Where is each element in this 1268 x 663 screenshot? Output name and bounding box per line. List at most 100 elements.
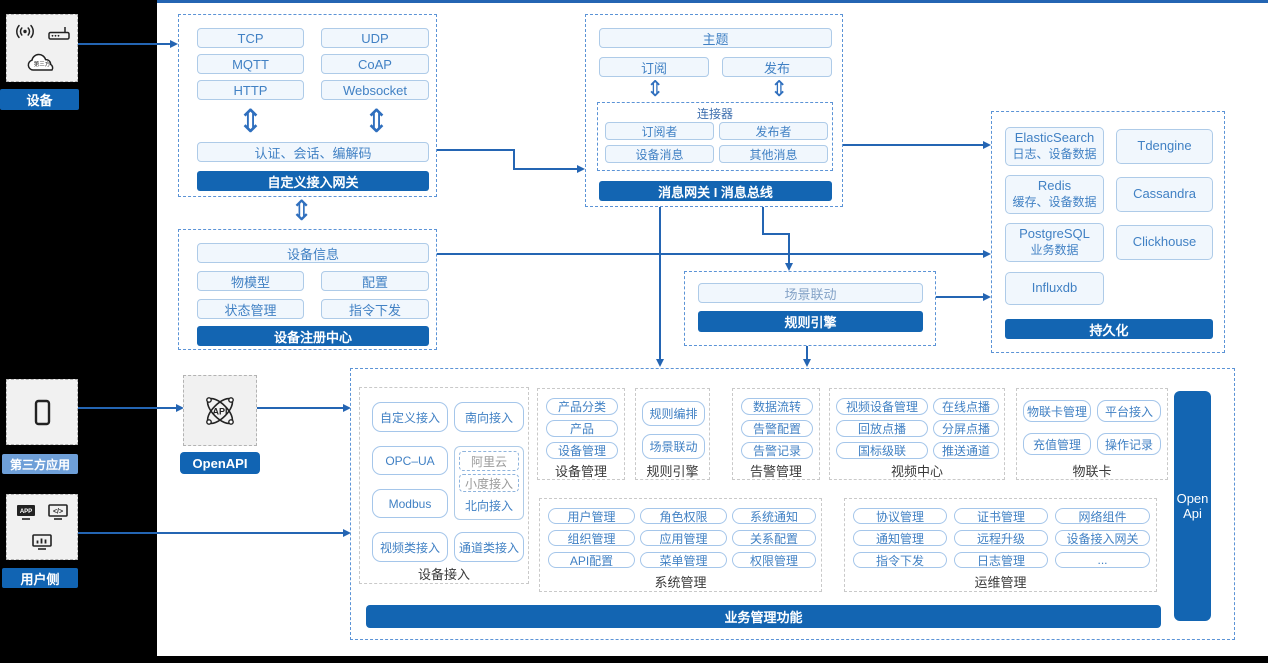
chart-icon	[30, 533, 54, 551]
svg-text:第三方: 第三方	[34, 60, 51, 68]
cloud-icon: 第三方	[25, 53, 59, 73]
store-elasticsearch: ElasticSearch 日志、设备数据	[1005, 127, 1104, 166]
protocol-coap: CoAP	[321, 54, 429, 74]
scene-linkage-item: 场景联动	[642, 434, 705, 459]
store-tdengine: Tdengine	[1116, 129, 1213, 164]
operation-records: 操作记录	[1097, 433, 1161, 455]
wireless-icon	[13, 24, 37, 39]
product: 产品	[546, 420, 618, 437]
status-mgmt: 状态管理	[197, 299, 304, 319]
subscribe: 订阅	[599, 57, 709, 77]
openapi-icon-box: API	[183, 375, 257, 446]
remote-upgrade: 远程升级	[954, 530, 1048, 546]
updown-arrow-icon: ⇕	[237, 102, 264, 140]
custom-gateway-box: TCP UDP MQTT CoAP HTTP Websocket ⇕ ⇕ 认证、…	[178, 14, 437, 197]
store-influxdb: Influxdb	[1005, 272, 1104, 305]
data-flow: 数据流转	[741, 398, 813, 415]
message-gateway-box: 主题 订阅 发布 ⇕ ⇕ 连接器 订阅者 发布者 设备消息 其他消息 消息网关 …	[585, 14, 843, 207]
config: 配置	[321, 271, 429, 291]
northbound-group: 阿里云 小度接入 北向接入	[454, 446, 524, 520]
user-side-label: 用户侧	[2, 568, 78, 588]
role-permissions: 角色权限	[640, 508, 727, 524]
ops-mgmt-label: 运维管理	[974, 575, 1027, 590]
command-dispatch-item: 指令下发	[853, 552, 947, 568]
persistence-box: ElasticSearch 日志、设备数据 Tdengine Redis 缓存、…	[991, 111, 1225, 353]
cert-mgmt: 证书管理	[954, 508, 1048, 524]
protocol-mqtt: MQTT	[197, 54, 304, 74]
api-config: API配置	[548, 552, 635, 568]
protocol-mgmt: 协议管理	[853, 508, 947, 524]
rule-engine-box: 场景联动 规则引擎	[684, 271, 936, 346]
more-item: ...	[1055, 552, 1150, 568]
updown-arrow-icon: ⇕	[646, 77, 665, 102]
protocol-http: HTTP	[197, 80, 304, 100]
southbound-access: 南向接入	[454, 402, 524, 432]
store-redis: Redis 缓存、设备数据	[1005, 175, 1104, 214]
auth-session-codec: 认证、会话、编解码	[197, 142, 429, 162]
section-ops-mgmt: 协议管理 证书管理 网络组件 通知管理 远程升级 设备接入网关 指令下发 日志管…	[844, 498, 1157, 592]
device-message: 设备消息	[605, 145, 714, 163]
other-message: 其他消息	[719, 145, 828, 163]
section-iot-card: 物联卡管理 平台接入 充值管理 操作记录 物联卡	[1016, 388, 1168, 480]
openapi-label: OpenAPI	[180, 452, 260, 474]
device-mgmt-label: 设备管理	[554, 464, 607, 479]
menu-mgmt: 菜单管理	[640, 552, 727, 568]
iot-card-label: 物联卡	[1072, 464, 1112, 479]
section-device-access: 自定义接入 南向接入 OPC–UA 阿里云 小度接入 北向接入 Modbus 视…	[359, 387, 529, 584]
rule-orchestration: 规则编排	[642, 401, 705, 426]
persistence-title-bar: 持久化	[1005, 319, 1213, 339]
rule-engine-label: 规则引擎	[646, 464, 699, 479]
api-atom-icon: API	[198, 389, 242, 433]
rule-engine-title-bar: 规则引擎	[698, 311, 923, 332]
device-icon-box: 第三方	[6, 14, 78, 82]
top-accent-line	[157, 0, 1268, 3]
message-gateway-title-bar: 消息网关 I 消息总线	[599, 181, 832, 201]
connector-title: 连接器	[696, 107, 733, 121]
device-info: 设备信息	[197, 243, 429, 263]
custom-gateway-title-bar: 自定义接入网关	[197, 171, 429, 191]
section-rule-engine: 规则编排 场景联动 规则引擎	[635, 388, 710, 480]
user-mgmt: 用户管理	[548, 508, 635, 524]
custom-access: 自定义接入	[372, 402, 448, 432]
business-title-bar: 业务管理功能	[366, 605, 1161, 628]
northbound-access: 北向接入	[464, 499, 513, 513]
third-party-icon-box	[6, 379, 78, 445]
device-mgmt: 设备管理	[546, 442, 618, 459]
online-vod: 在线点播	[933, 398, 999, 415]
thing-model: 物模型	[197, 271, 304, 291]
gb-cascade: 国标级联	[836, 442, 928, 459]
svg-text:</>: </>	[53, 509, 63, 516]
push-channel: 推送通道	[933, 442, 999, 459]
video-center-label: 视频中心	[890, 464, 943, 479]
store-cassandra: Cassandra	[1116, 177, 1213, 212]
video-device-mgmt: 视频设备管理	[836, 398, 928, 415]
platform-access: 平台接入	[1097, 400, 1161, 422]
notification-mgmt: 通知管理	[853, 530, 947, 546]
log-mgmt: 日志管理	[954, 552, 1048, 568]
command-dispatch: 指令下发	[321, 299, 429, 319]
section-system-mgmt: 用户管理 角色权限 系统通知 组织管理 应用管理 关系配置 API配置 菜单管理…	[539, 498, 822, 592]
svg-text:APP: APP	[20, 509, 32, 515]
device-registry-box: 设备信息 物模型 配置 状态管理 指令下发 设备注册中心	[178, 229, 437, 350]
phone-icon	[34, 399, 51, 426]
channel-access: 通道类接入	[454, 532, 524, 562]
connector-box: 连接器 订阅者 发布者 设备消息 其他消息	[597, 102, 833, 171]
publisher: 发布者	[719, 122, 828, 140]
playback-vod: 回放点播	[836, 420, 928, 437]
alarm-config: 告警配置	[741, 420, 813, 437]
app-mgmt: 应用管理	[640, 530, 727, 546]
app-screen-icon: APP	[15, 503, 37, 521]
device-access-gateway: 设备接入网关	[1055, 530, 1150, 546]
relation-config: 关系配置	[732, 530, 816, 546]
updown-arrow-icon: ⇕	[363, 102, 390, 140]
alarm-records: 告警记录	[741, 442, 813, 459]
section-device-mgmt: 产品分类 产品 设备管理 设备管理	[537, 388, 625, 480]
protocol-udp: UDP	[321, 28, 429, 48]
permission-mgmt: 权限管理	[732, 552, 816, 568]
section-video-center: 视频设备管理 在线点播 回放点播 分屏点播 国标级联 推送通道 视频中心	[829, 388, 1005, 480]
updown-arrow-icon: ⇕	[290, 194, 314, 227]
protocol-tcp: TCP	[197, 28, 304, 48]
protocol-websocket: Websocket	[321, 80, 429, 100]
topic: 主题	[599, 28, 832, 48]
